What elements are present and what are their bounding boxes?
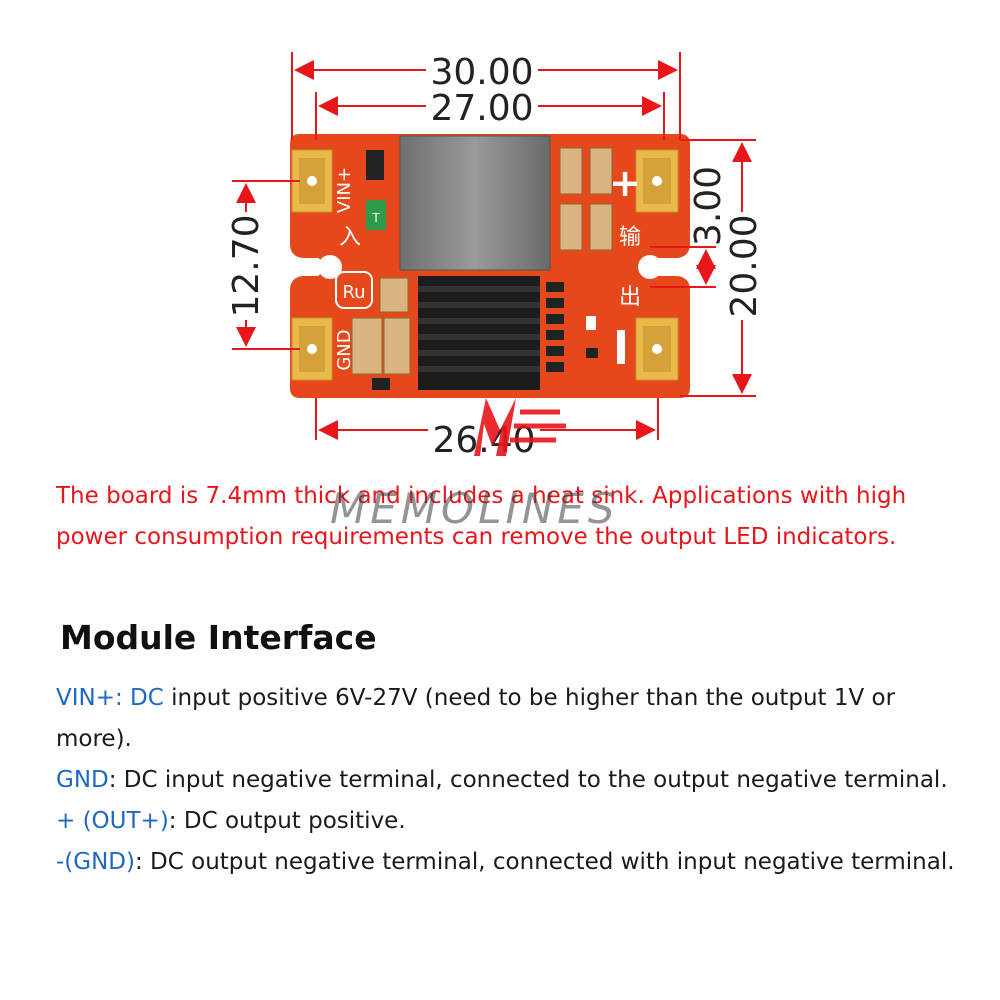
board-label-test: T [371, 211, 380, 225]
interface-item-gnd: GND: DC input negative terminal, connect… [56, 760, 956, 801]
watermark-text: MEMOLINES [330, 484, 619, 533]
board-dimension-figure: VIN+ GND 入 输 出 + Ru T 30.00 [226, 50, 765, 461]
interface-text: input positive 6V-27V (need to be higher… [56, 685, 896, 752]
board-label-plus: + [609, 161, 641, 205]
board-label-minus [617, 330, 625, 364]
board-logo: Ru [335, 271, 373, 309]
interface-item-vin: VIN+: DC input positive 6V-27V (need to … [56, 678, 956, 760]
interface-list: VIN+: DC input positive 6V-27V (need to … [56, 678, 956, 883]
interface-item-out-minus: -(GND): DC output negative terminal, con… [56, 842, 956, 883]
dim-left-height: 12.70 [226, 214, 267, 317]
interface-term: VIN+: DC [56, 685, 164, 711]
svg-text:Ru: Ru [342, 282, 365, 303]
heat-sink [418, 276, 540, 390]
board-note: The board is 7.4mm thick and includes a … [56, 483, 907, 550]
board-label-out-2: 出 [619, 285, 641, 310]
interface-term: -(GND) [56, 849, 135, 875]
inductor [399, 135, 551, 271]
board-label-vin: VIN+ [334, 167, 355, 213]
dim-mount-width: 27.00 [430, 88, 533, 129]
board-label-gnd: GND [334, 329, 355, 370]
interface-text: : DC input negative terminal, connected … [108, 767, 948, 793]
interface-term: + (OUT+) [56, 808, 169, 834]
dim-overall-height: 20.00 [724, 214, 765, 317]
pad-out-plus [635, 149, 679, 213]
capacitors [351, 147, 613, 375]
pad-out-minus [635, 317, 679, 381]
dim-overall-width: 30.00 [430, 52, 533, 93]
interface-text: : DC output positive. [168, 808, 406, 834]
interface-term: GND [56, 767, 109, 793]
section-heading: Module Interface [60, 618, 377, 657]
board-label-in: 入 [339, 225, 361, 250]
interface-text: : DC output negative terminal, connected… [134, 849, 955, 875]
smd-components [366, 150, 598, 390]
interface-item-out-plus: + (OUT+): DC output positive. [56, 801, 956, 842]
board-label-out-1: 输 [619, 225, 641, 250]
watermark-logo [474, 398, 566, 456]
